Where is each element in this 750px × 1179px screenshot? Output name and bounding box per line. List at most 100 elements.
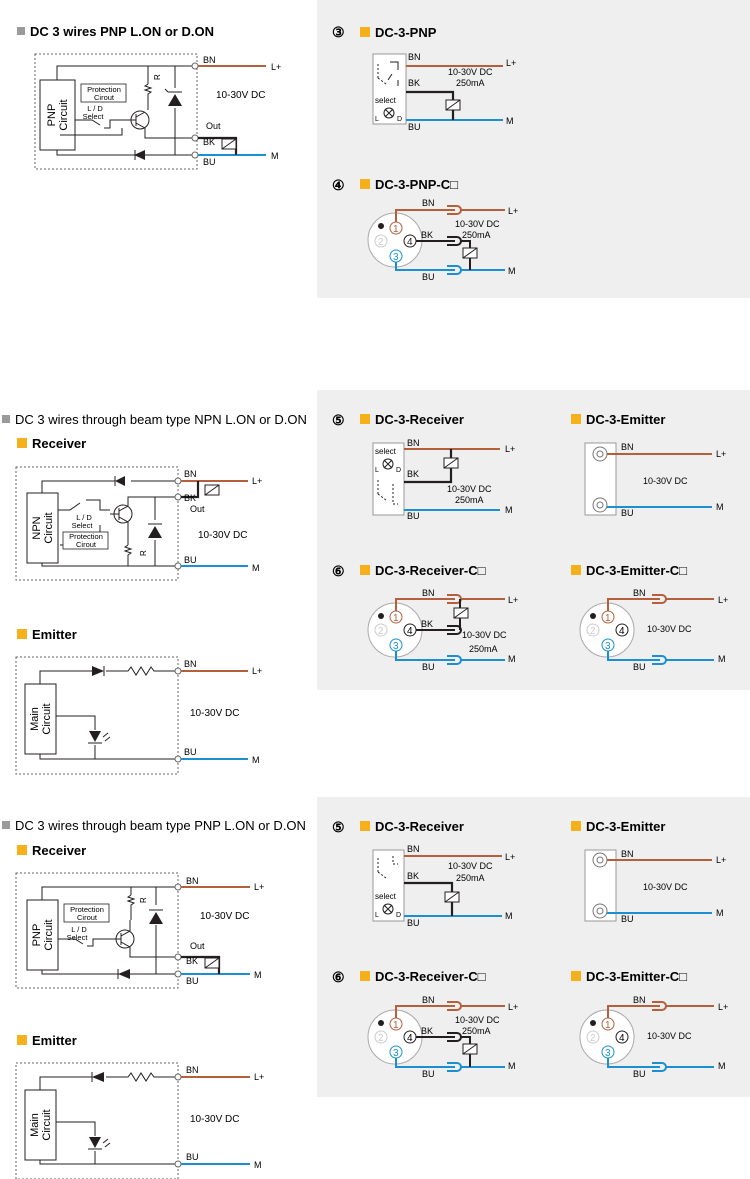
diagram-title: DC-3-PNP — [375, 25, 437, 40]
led-icon — [89, 1137, 101, 1148]
label-bk: BK — [184, 493, 196, 503]
terminal-bk — [174, 493, 182, 501]
resistor-label: R — [153, 74, 162, 80]
terminal-bn — [191, 62, 199, 70]
label-lplus: L+ — [716, 449, 726, 459]
pin-4: 4 — [407, 1033, 413, 1044]
label-lplus: L+ — [718, 1002, 728, 1012]
label-bn: BN — [186, 876, 199, 886]
label-lplus: L+ — [252, 666, 262, 676]
label-supply: 10-30V DC — [455, 1015, 500, 1025]
label-out: Out — [206, 121, 221, 131]
label-m: M — [508, 266, 516, 276]
select-knob-icon — [383, 107, 395, 119]
circled-number-6: ⑥ — [332, 969, 345, 985]
label-bu: BU — [633, 1069, 646, 1079]
pin-4: 4 — [407, 626, 413, 637]
label-lplus: L+ — [252, 476, 262, 486]
blue-wire — [395, 262, 505, 271]
pin-1: 1 — [393, 613, 399, 624]
diagram-dc-3-receiver-pnp: ⑤ DC-3-Receiver select L D BN L+ 10-30V … — [332, 819, 515, 928]
terminal-bn — [174, 883, 182, 891]
label-lplus: L+ — [508, 206, 518, 216]
label-m: M — [508, 1061, 516, 1071]
title-marker-icon — [360, 179, 370, 189]
label-lplus: L+ — [254, 882, 264, 892]
label-lplus: L+ — [505, 852, 515, 862]
label-supply: 10-30V DC — [447, 484, 492, 494]
circled-number-6: ⑥ — [332, 563, 345, 579]
label-bu: BU — [184, 747, 197, 757]
label-current: 250mA — [456, 873, 485, 883]
label-m: M — [252, 563, 260, 573]
pin-1: 1 — [605, 613, 611, 624]
circled-number-5: ⑤ — [332, 819, 345, 835]
diagram-dc-3-emitter-c: DC-3-Emitter-C□ 1 2 4 3 BN L+ 10-30V DC … — [571, 563, 728, 672]
receiver-heading: Receiver — [32, 436, 86, 451]
label-bn: BN — [422, 588, 435, 598]
label-bk: BK — [186, 956, 198, 966]
label-current: 250mA — [462, 230, 491, 240]
connector-plug-icon: 1 2 4 3 — [367, 1009, 423, 1065]
label-bn: BN — [621, 442, 634, 452]
label-bn: BN — [408, 52, 421, 62]
label-lplus: L+ — [508, 1002, 518, 1012]
diagram-dc-3-pnp: ③ DC-3-PNP select L D BN L+ 10-30V DC 25… — [332, 24, 516, 132]
select-knob-icon — [382, 458, 394, 470]
label-m: M — [271, 151, 279, 161]
title-marker-icon — [571, 821, 581, 831]
label-supply: 10-30V DC — [647, 1031, 692, 1041]
receiver-marker-icon — [17, 438, 27, 448]
label-bn: BN — [422, 995, 435, 1005]
label-m: M — [718, 1061, 726, 1071]
title-marker-icon — [360, 565, 370, 575]
label-lplus: L+ — [718, 595, 728, 605]
label-l: L — [375, 912, 379, 919]
label-supply: 10-30V DC — [200, 911, 249, 922]
label-select: select — [375, 96, 397, 105]
label-bk: BK — [408, 78, 420, 88]
terminal-bn — [174, 1073, 182, 1081]
label-current: 250mA — [455, 495, 484, 505]
diode-icon — [92, 1072, 104, 1082]
circuit-block — [26, 492, 59, 564]
blue-wire — [395, 651, 505, 661]
black-wire — [181, 481, 200, 499]
circuit-block-label: PNPCircuit — [46, 99, 70, 130]
blue-wire — [607, 651, 714, 661]
label-supply: 10-30V DC — [190, 1114, 239, 1125]
terminal-bu — [174, 1160, 182, 1168]
sensor-box — [584, 849, 617, 922]
diagram-dc-3-emitter-c-2: DC-3-Emitter-C□ 1 2 4 3 BN L+ 10-30V DC … — [571, 969, 728, 1079]
label-out: Out — [190, 941, 205, 951]
label-m: M — [505, 911, 513, 921]
sensor-boundary — [15, 872, 179, 989]
label-bn: BN — [203, 55, 216, 65]
pin-3: 3 — [605, 1048, 611, 1059]
circled-number-3: ③ — [332, 24, 345, 40]
diode-icon — [134, 150, 145, 160]
label-bu: BU — [203, 157, 216, 167]
terminal-bu — [174, 970, 182, 978]
diagram-dc-3-emitter: DC-3-Emitter BN L+ 10-30V DC BU M — [571, 412, 726, 518]
title-marker-icon — [360, 27, 370, 37]
emitter-marker-icon — [17, 629, 27, 639]
resistor-label: R — [139, 550, 148, 556]
diode-icon — [92, 666, 104, 676]
label-lplus: L+ — [508, 595, 518, 605]
diagram-title: DC-3-Emitter-C□ — [586, 563, 687, 578]
protection-box — [62, 531, 109, 550]
label-supply: 10-30V DC — [643, 882, 688, 892]
diagram-title: DC-3-Receiver-C□ — [375, 563, 486, 578]
label-current: 250mA — [456, 78, 485, 88]
label-m: M — [254, 970, 262, 980]
emitter-heading: Emitter — [32, 627, 77, 642]
section-1: DC 3 wires PNP L.ON or D.ON PNPCircuit P… — [17, 24, 281, 170]
diagram-title: DC-3-Receiver — [375, 819, 464, 834]
terminal-bn — [174, 667, 182, 675]
circuit-block-label: MainCircuit — [29, 703, 53, 734]
